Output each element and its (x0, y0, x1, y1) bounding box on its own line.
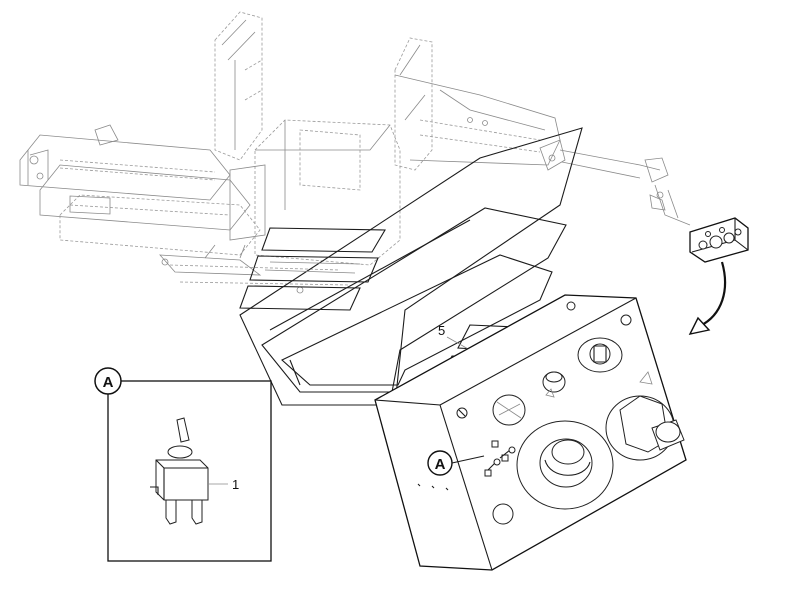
magnify-arrow (688, 261, 727, 335)
detail-callout-letter: A (103, 374, 114, 391)
part-number-1: 1 (232, 477, 239, 492)
part-number-5: 5 (438, 323, 445, 338)
toggle-switch-part (150, 417, 209, 525)
enlarged-control-panel (374, 294, 687, 571)
panel-callout-letter: A (435, 456, 446, 473)
tractor-chassis-frame (19, 11, 691, 294)
detail-view-a: A 1 (94, 367, 272, 562)
small-control-panel (689, 217, 749, 263)
panel-callout-a: A (427, 450, 485, 476)
